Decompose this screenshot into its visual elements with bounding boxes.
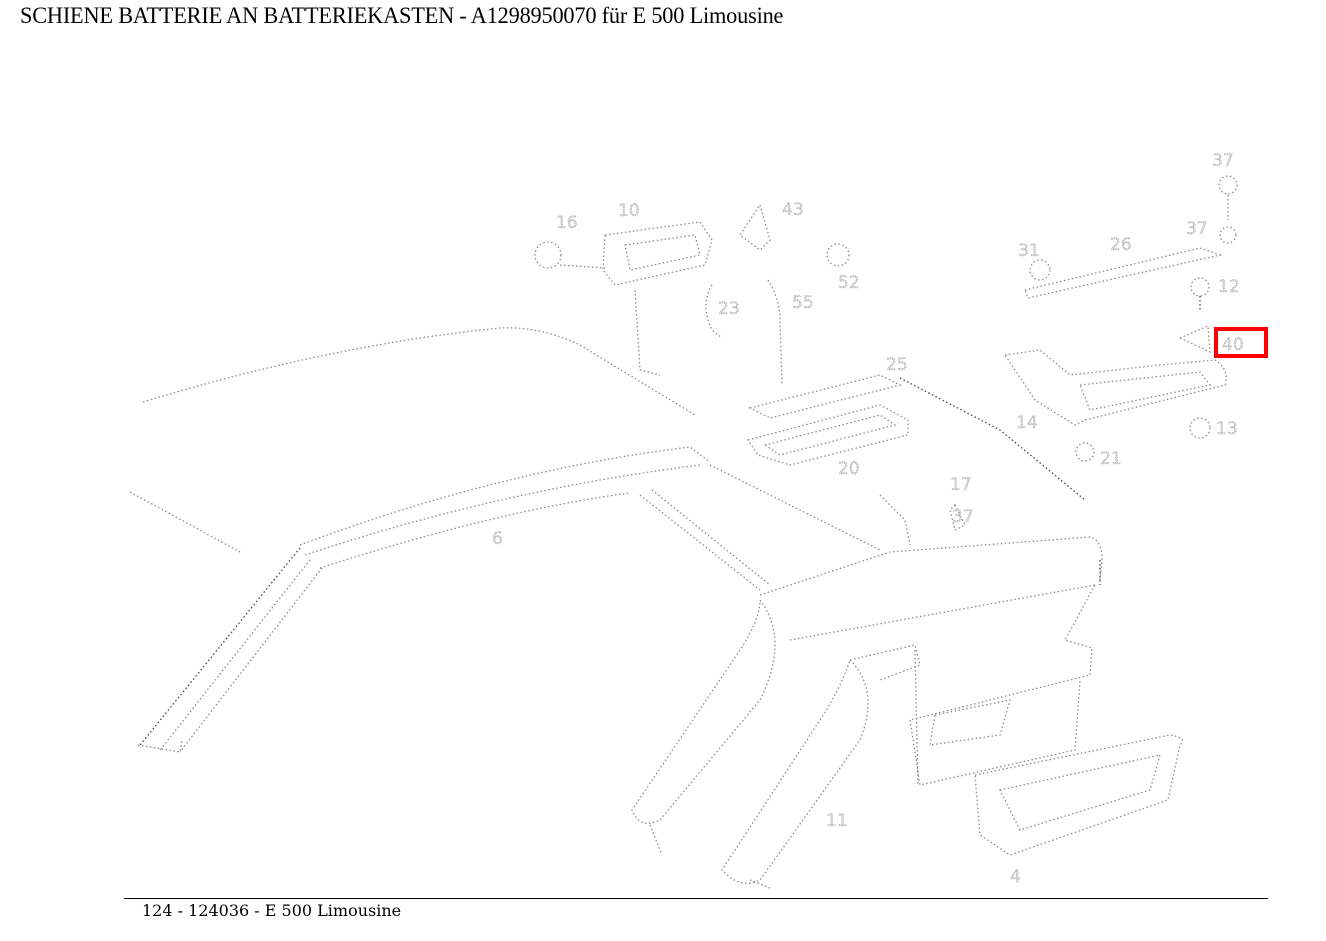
bolt-37-top [1218, 175, 1238, 195]
left-leg-foot [137, 739, 183, 753]
body-left-wall [914, 649, 919, 786]
arch-leg-2 [721, 659, 869, 884]
part-label-25[interactable]: 25 [886, 355, 908, 376]
part-label-4[interactable]: 4 [1010, 867, 1021, 888]
link-17 [879, 494, 911, 546]
part-label-11[interactable]: 11 [826, 811, 848, 832]
part-label-55[interactable]: 55 [792, 293, 814, 314]
side-rail-top [299, 446, 711, 546]
part-label-52[interactable]: 52 [838, 273, 860, 294]
roof-outline [142, 327, 696, 416]
part-40 [1178, 325, 1211, 354]
part-label-12[interactable]: 12 [1218, 277, 1240, 298]
bracket-14-inner [1079, 371, 1212, 411]
footer-divider [124, 898, 1268, 899]
left-leg-outer [139, 547, 301, 746]
arch-foot-2 [749, 879, 771, 889]
part-labels: 16 10 43 52 23 55 25 20 37 31 26 37 12 40 14 13 21 17 37 6 1… [492, 151, 1244, 888]
nut-21 [1075, 442, 1095, 462]
footer-model-info: 124 - 124036 - E 500 Limousine [142, 901, 402, 920]
bracket-14 [1003, 349, 1227, 426]
left-leg-inner [179, 567, 323, 753]
hook-23 [705, 284, 723, 339]
highlight-box[interactable] [1214, 327, 1268, 358]
part-label-10[interactable]: 10 [618, 201, 640, 222]
part-label-40[interactable]: 40 [1222, 335, 1244, 356]
part-label-20[interactable]: 20 [838, 459, 860, 480]
battery-frame-top [748, 374, 902, 419]
inner-rail-1 [639, 494, 761, 591]
bracket-10-stem [634, 289, 661, 376]
clip-43 [739, 203, 771, 251]
part-label-31[interactable]: 31 [1018, 241, 1040, 262]
bracket-10 [602, 221, 713, 286]
body-mid [789, 584, 1096, 641]
body-vent [929, 699, 1011, 746]
inner-rail-2 [651, 489, 771, 586]
lower-tray-inner [999, 754, 1161, 831]
page-title: SCHIENE BATTERIE AN BATTERIEKASTEN - A12… [20, 3, 784, 28]
nut-16-link [559, 264, 606, 269]
nut-37 [1219, 226, 1237, 244]
part-label-17[interactable]: 17 [950, 475, 972, 496]
part-label-6[interactable]: 6 [492, 529, 503, 550]
part-label-26[interactable]: 26 [1110, 235, 1132, 256]
part-label-16[interactable]: 16 [556, 213, 578, 234]
part-label-37[interactable]: 37 [952, 507, 974, 528]
battery-frame-inner [763, 414, 897, 456]
part-17 [949, 503, 966, 531]
bracket-10-inner [624, 234, 701, 271]
washer-52 [826, 243, 850, 267]
part-label-23[interactable]: 23 [718, 299, 740, 320]
rail-26 [1024, 247, 1223, 299]
rear-edge-line [129, 491, 241, 553]
rod-55 [767, 279, 783, 386]
side-rail-low [319, 492, 631, 569]
washer-13 [1189, 417, 1211, 439]
body-lower [909, 679, 1081, 786]
part-label-14[interactable]: 14 [1016, 413, 1038, 434]
bolt-12-head [1190, 277, 1210, 297]
body-top [759, 536, 1103, 596]
part-label-13[interactable]: 13 [1216, 419, 1238, 440]
part-label-37[interactable]: 37 [1186, 219, 1208, 240]
body-shelf [849, 644, 921, 681]
part-label-37[interactable]: 37 [1212, 151, 1234, 172]
battery-frame-body [746, 404, 909, 466]
bolt-31 [1029, 259, 1051, 281]
part-label-21[interactable]: 21 [1100, 449, 1122, 470]
nut-16 [534, 241, 562, 269]
left-leg-mid [159, 559, 311, 751]
arch-foot-1 [649, 824, 663, 856]
body-step [909, 584, 1096, 721]
fender-line [899, 377, 1086, 501]
arch-leg-1 [631, 599, 776, 824]
lower-tray [974, 734, 1184, 856]
part-label-43[interactable]: 43 [782, 200, 804, 221]
